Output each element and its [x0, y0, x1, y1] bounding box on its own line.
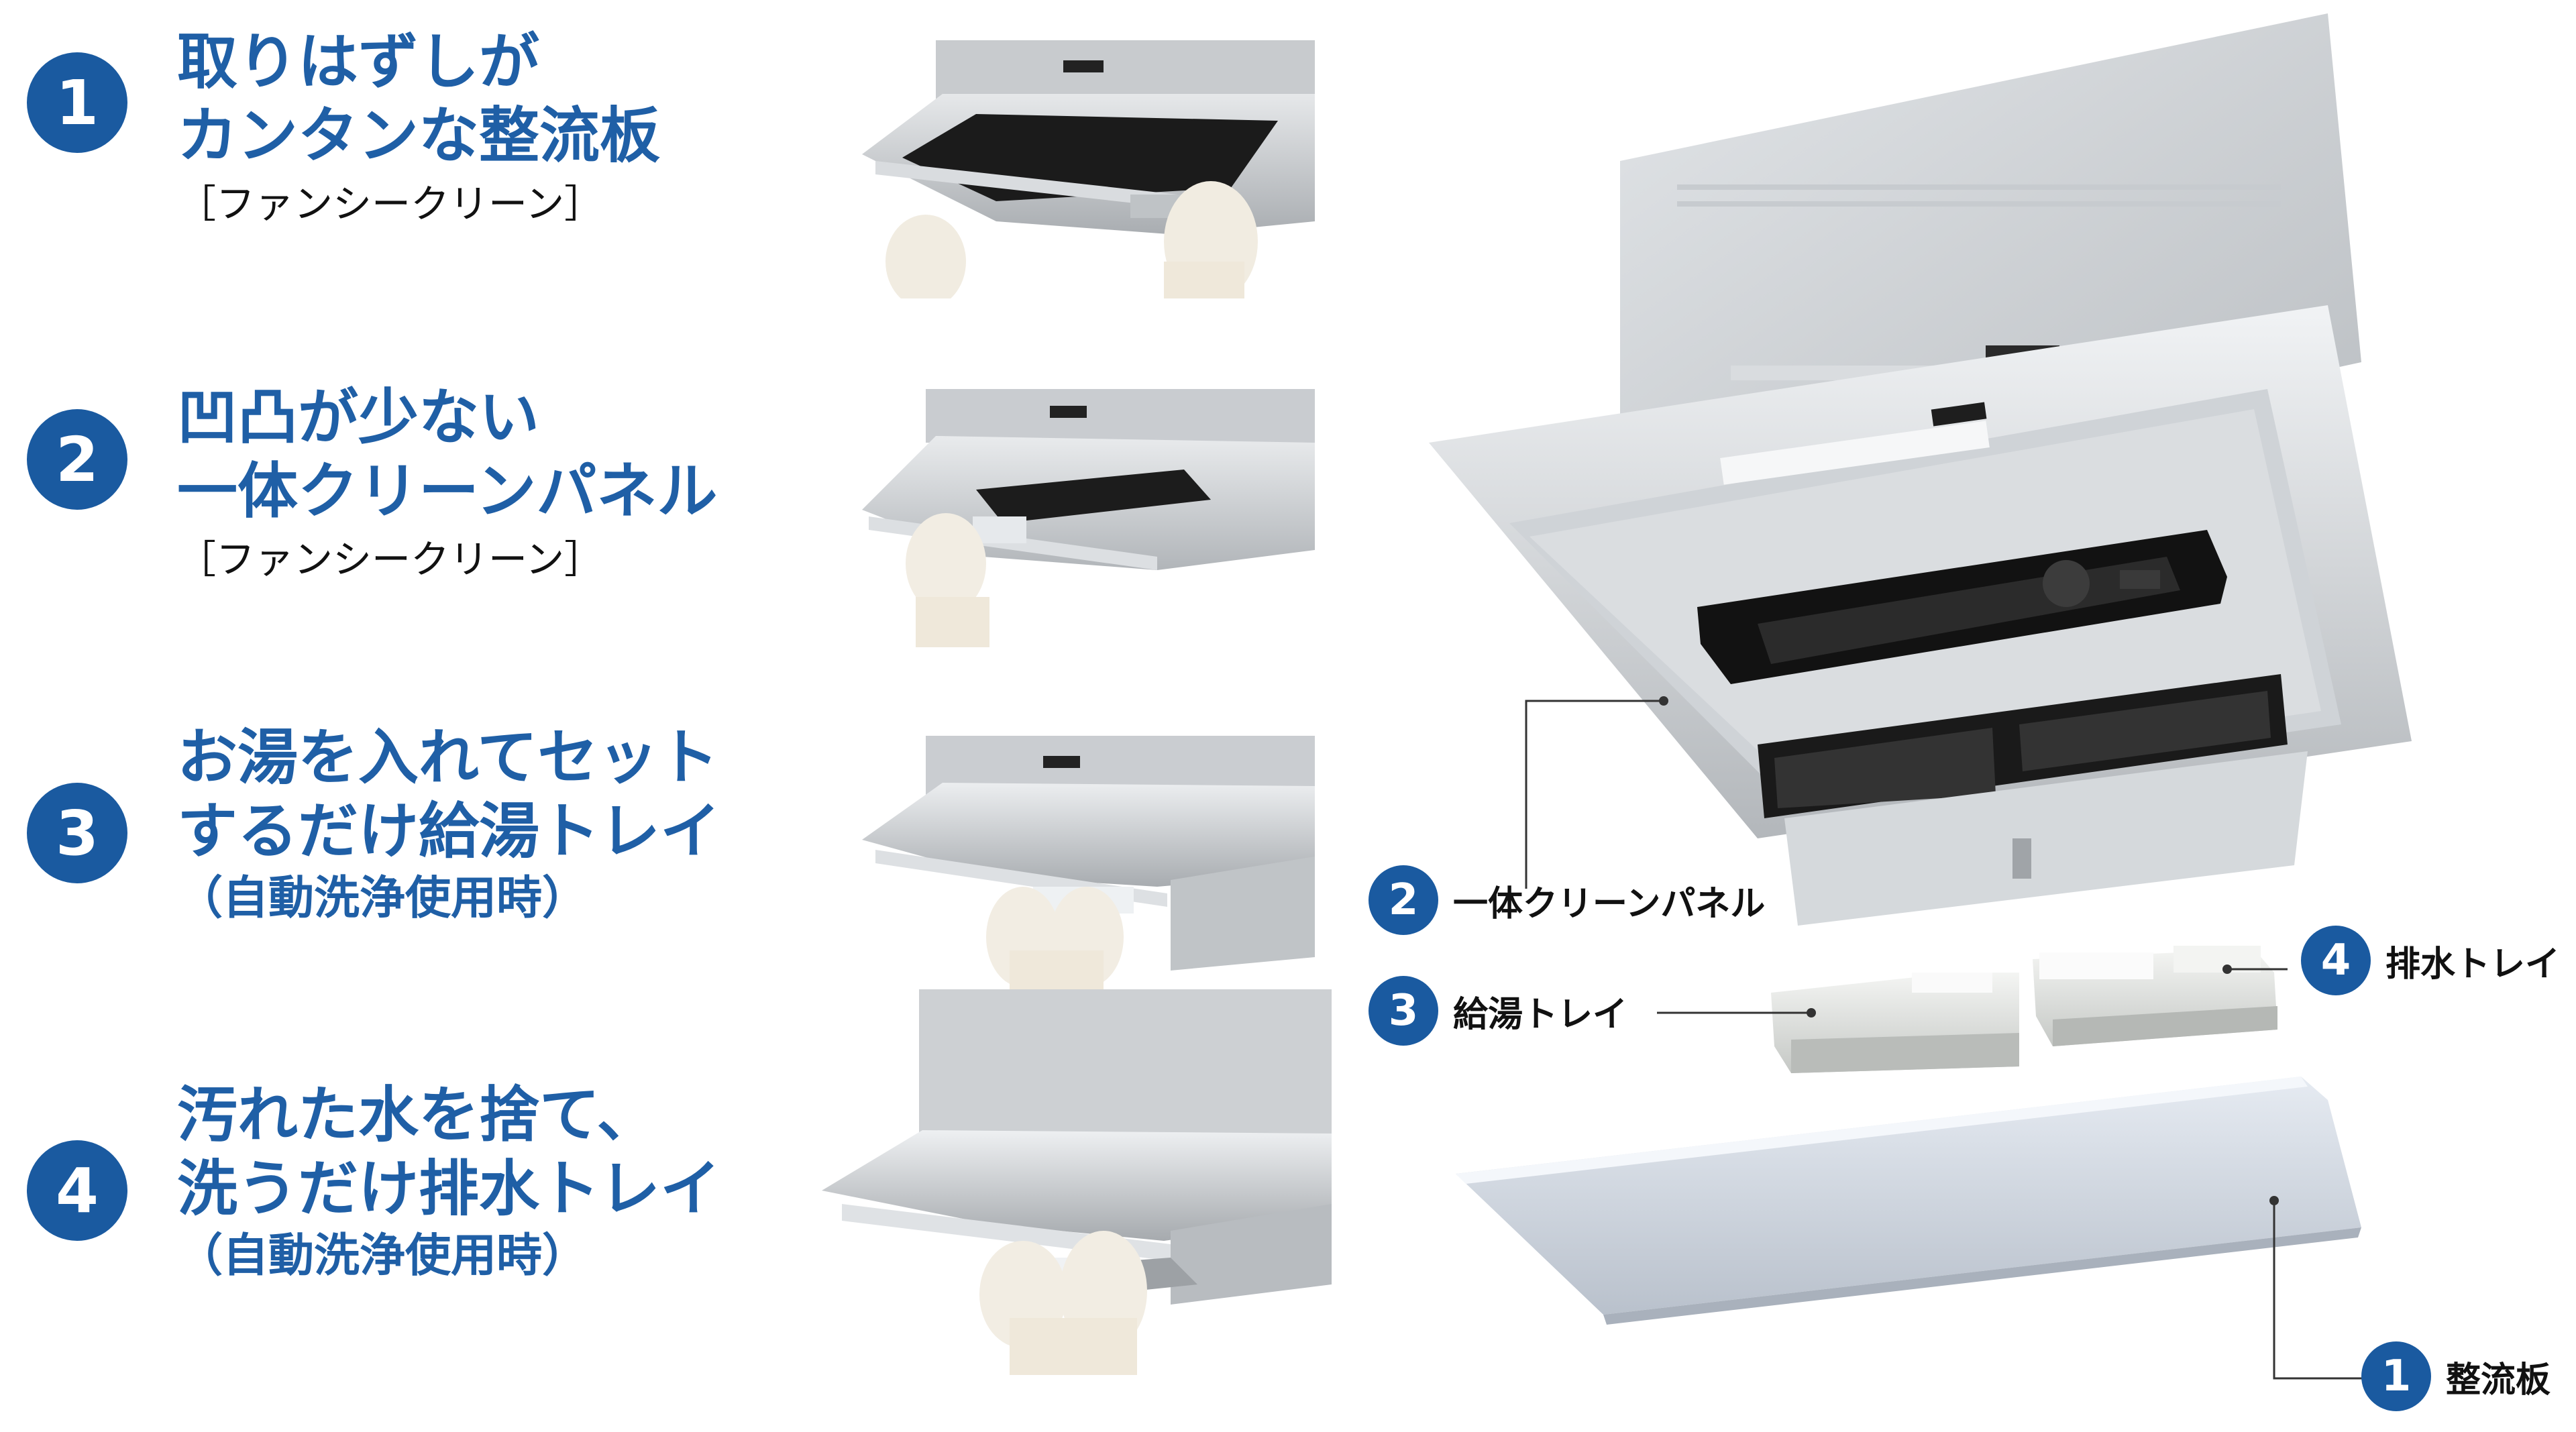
callout-label: 一体クリーンパネル	[1453, 883, 1766, 924]
feature-text: 取りはずしが カンタンな整流板 ［ファンシークリーン］	[177, 25, 835, 231]
feature-3: 3 お湯を入れてセット するだけ給湯トレイ （自動洗浄使用時）	[27, 721, 818, 976]
feature-title-line: 取りはずしが	[177, 27, 539, 97]
feature-4: 4 汚れた水を捨て、 洗うだけ排水トレイ （自動洗浄使用時）	[27, 1079, 818, 1333]
callout-number-badge: 2	[1368, 865, 1438, 935]
hood-illustration	[1429, 13, 2412, 1380]
callout-number-badge: 4	[2301, 926, 2371, 995]
feature-text: 凹凸が少ない 一体クリーンパネル ［ファンシークリーン］	[177, 381, 835, 586]
feature-title-line: 一体クリーンパネル	[177, 456, 718, 527]
callout-supply-tray: 3 給湯トレイ	[1368, 976, 1627, 1046]
feature-subtitle: （自動洗浄使用時）	[177, 872, 588, 925]
photo-wash-drain-tray	[822, 989, 1332, 1375]
photo-set-supply-tray	[862, 736, 1315, 994]
feature-title-line: お湯を入れてセット	[177, 722, 719, 793]
callout-clean-panel: 2 一体クリーンパネル	[1368, 865, 1765, 935]
feature-number-badge: 1	[27, 52, 127, 153]
feature-subtitle: ［ファンシークリーン］	[177, 537, 604, 582]
feature-number-badge: 2	[27, 409, 127, 510]
callout-label: 整流板	[2446, 1360, 2551, 1400]
feature-text: 汚れた水を捨て、 洗うだけ排水トレイ （自動洗浄使用時）	[177, 1079, 835, 1286]
feature-2: 2 凹凸が少ない 一体クリーンパネル ［ファンシークリーン］	[27, 381, 818, 636]
feature-title-line: 汚れた水を捨て、	[177, 1080, 657, 1150]
feature-number-badge: 3	[27, 783, 127, 883]
feature-title-line: 凹凸が少ない	[177, 382, 539, 453]
feature-subtitle: ［ファンシークリーン］	[177, 181, 604, 227]
feature-1: 1 取りはずしが カンタンな整流板 ［ファンシークリーン］	[27, 25, 818, 280]
callout-baffle: 1 整流板	[2361, 1341, 2551, 1411]
photo-wipe-panel	[862, 389, 1315, 647]
photo-remove-baffle	[862, 40, 1315, 298]
callout-drain-tray: 4 排水トレイ	[2301, 926, 2560, 995]
callout-label: 給湯トレイ	[1453, 994, 1628, 1035]
feature-text: お湯を入れてセット するだけ給湯トレイ （自動洗浄使用時）	[177, 721, 835, 929]
feature-title-line: 洗うだけ排水トレイ	[177, 1154, 720, 1224]
feature-subtitle: （自動洗浄使用時）	[177, 1229, 588, 1282]
feature-number-badge: 4	[27, 1140, 127, 1241]
callout-number-badge: 1	[2361, 1341, 2431, 1411]
feature-title-line: カンタンな整流板	[177, 101, 660, 171]
callout-number-badge: 3	[1368, 976, 1438, 1046]
exploded-diagram: 2 一体クリーンパネル 3 給湯トレイ 4 排水トレイ 1 整流板	[1355, 0, 2576, 1432]
callout-label: 排水トレイ	[2385, 944, 2561, 985]
feature-title-line: するだけ給湯トレイ	[177, 796, 720, 867]
